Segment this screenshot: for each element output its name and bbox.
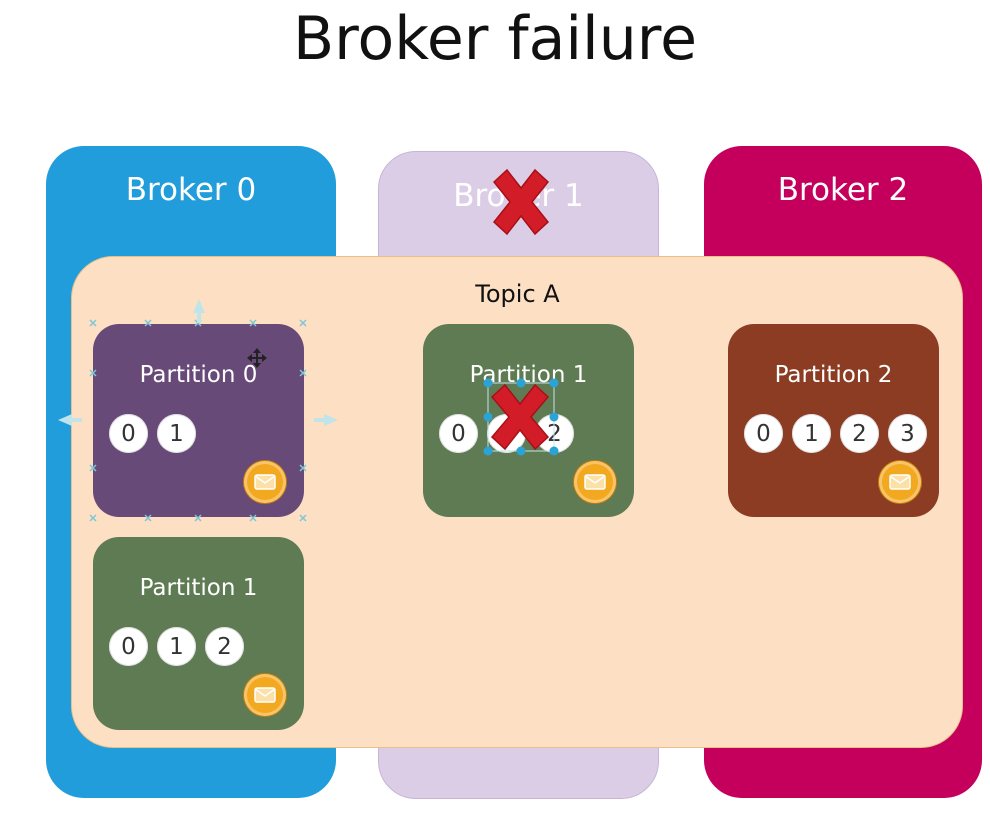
partition-1-broker-0[interactable]: Partition 1 0 1 2 <box>93 537 304 730</box>
offset-circle: 1 <box>157 627 196 666</box>
envelope-icon <box>244 674 286 716</box>
x-mark-icon <box>492 168 550 236</box>
offset-circle: 3 <box>888 414 927 453</box>
topic-a-label: Topic A <box>475 280 560 308</box>
offset-circle: 0 <box>109 414 148 453</box>
offset-circle: 2 <box>205 627 244 666</box>
envelope-icon <box>574 461 616 503</box>
broker-0-label: Broker 0 <box>125 172 257 208</box>
x-mark-icon[interactable] <box>478 373 566 459</box>
partition-label: Partition 0 <box>139 362 258 388</box>
broker-2-label: Broker 2 <box>777 172 909 208</box>
offset-list: 0 1 2 <box>109 627 244 666</box>
offset-circle: 0 <box>744 414 783 453</box>
offset-circle: 1 <box>792 414 831 453</box>
partition-0-broker-0[interactable]: Partition 0 0 1 <box>93 324 304 517</box>
diagram-title: Broker failure <box>292 4 697 74</box>
partition-2-broker-2[interactable]: Partition 2 0 1 2 3 <box>728 324 939 517</box>
offset-circle: 0 <box>439 414 478 453</box>
envelope-icon <box>879 461 921 503</box>
offset-list: 0 1 2 3 <box>744 414 927 453</box>
offset-circle: 1 <box>157 414 196 453</box>
offset-circle: 0 <box>109 627 148 666</box>
offset-circle: 2 <box>840 414 879 453</box>
envelope-icon <box>244 461 286 503</box>
partition-label: Partition 1 <box>139 575 258 601</box>
offset-list: 0 1 <box>109 414 196 453</box>
partition-label: Partition 2 <box>774 362 893 388</box>
